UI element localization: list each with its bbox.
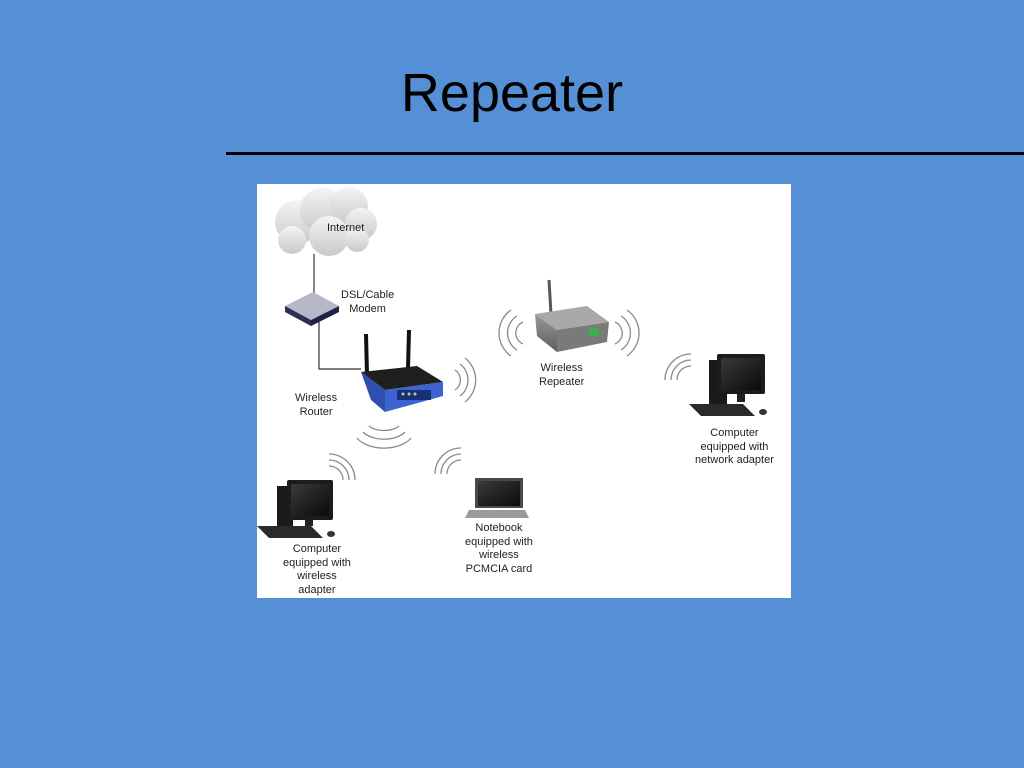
router-label-line1: Wireless — [295, 392, 338, 404]
internet-cloud-icon — [275, 187, 377, 256]
computer-right-label: Computer equipped with network adapter — [695, 427, 774, 468]
notebook-label-line3: wireless — [479, 549, 519, 561]
computer-left-icon — [257, 480, 335, 538]
internet-label: Internet — [327, 222, 364, 236]
repeater-label: Wireless Repeater — [539, 362, 584, 389]
router-label: Wireless Router — [295, 392, 337, 419]
modem-label-line2: Modem — [349, 302, 386, 315]
computer-right-label-line3: network adapter — [695, 454, 774, 466]
computer-left-label-line1: Computer — [292, 543, 342, 555]
slide-title: Repeater — [400, 63, 624, 123]
modem-label-line1: DSL/Cable — [341, 289, 395, 301]
computer-left-label-line3: wireless — [297, 570, 337, 582]
title-divider — [226, 152, 1024, 155]
modem-icon — [285, 292, 339, 326]
diagram-graphics — [257, 187, 767, 538]
modem-label: DSL/Cable Modem — [341, 289, 394, 316]
signal-waves-icon — [328, 309, 692, 481]
notebook-icon — [465, 478, 529, 518]
router-icon — [361, 329, 443, 412]
notebook-label-line4: PCMCIA card — [465, 562, 533, 575]
computer-right-label-line1: Computer — [710, 427, 759, 439]
internet-label-text: Internet — [327, 222, 365, 234]
repeater-label-line1: Wireless — [540, 362, 583, 374]
computer-left-label-line2: equipped with — [283, 556, 351, 569]
repeater-icon — [535, 279, 609, 352]
network-diagram: Internet DSL/Cable Modem Wireless Router… — [257, 184, 791, 598]
router-label-line2: Router — [299, 405, 333, 418]
repeater-label-line2: Repeater — [539, 375, 585, 388]
computer-left-label-line4: adapter — [298, 583, 336, 596]
cable-lines — [313, 254, 361, 370]
computer-right-label-line2: equipped with — [700, 440, 769, 453]
notebook-label: Notebook equipped with wireless PCMCIA c… — [465, 522, 533, 576]
computer-left-label: Computer equipped with wireless adapter — [283, 543, 351, 597]
notebook-label-line2: equipped with — [465, 535, 533, 548]
computer-right-icon — [689, 354, 767, 416]
notebook-label-line1: Notebook — [475, 522, 523, 534]
